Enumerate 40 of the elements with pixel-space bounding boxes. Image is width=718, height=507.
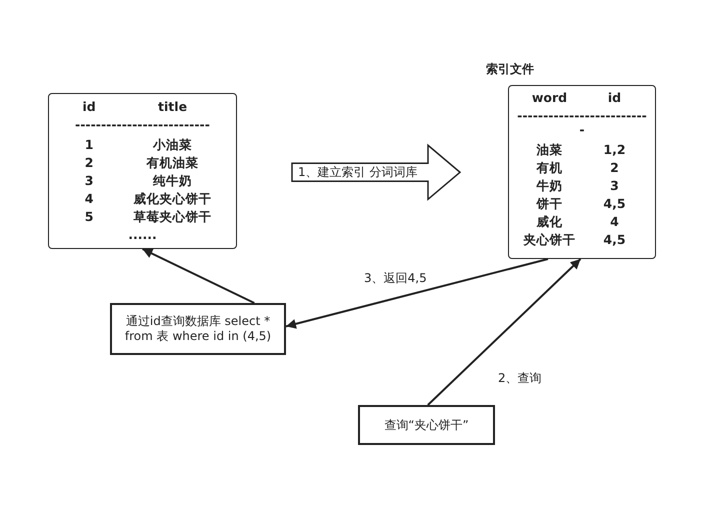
process-box <box>110 303 286 355</box>
table-cell-text: 有机油菜 <box>145 154 200 172</box>
process-box <box>358 405 495 445</box>
table-cell-text: 3 <box>609 177 620 195</box>
table-cell-text: 2 <box>609 159 620 177</box>
table-cell-text: 1 <box>84 136 94 154</box>
table-cell-text: 5 <box>84 208 94 226</box>
table-cell-text: 2 <box>84 154 94 172</box>
box-text: 通过id查询数据库 select * from 表 where id in (4,5) <box>124 314 272 344</box>
column-header: id <box>81 98 97 116</box>
table-cell-text: 纯牛奶 <box>152 172 194 190</box>
table-cell-text: 4 <box>609 213 620 231</box>
table-cell-text: 夹心饼干 <box>522 231 576 249</box>
table-cell-text: 牛奶 <box>536 177 564 195</box>
table-heading: 索引文件 <box>486 61 534 78</box>
table-cell-text: 威化 <box>536 213 564 231</box>
table-cell-text: 威化夹心饼干 <box>132 190 213 208</box>
table-cell-text: 油菜 <box>536 141 564 159</box>
arrow <box>286 258 548 329</box>
table-cell-text: 4 <box>84 190 94 208</box>
table-cell-text: 有机 <box>535 159 564 177</box>
box-text: 查询“夹心饼干” <box>384 418 469 432</box>
arrow <box>142 248 255 304</box>
table-cell-text: 4,5 <box>602 195 627 213</box>
table-cell-text: ...... <box>127 226 158 244</box>
column-header: word <box>530 89 568 107</box>
table-box <box>48 93 237 249</box>
table-cell-text: 1,2 <box>602 141 627 159</box>
edge-label: 1、建立索引 分词词库 <box>297 164 418 182</box>
divider-line-text: -------------------------- <box>74 118 211 132</box>
table-cell-text: 3 <box>84 172 94 190</box>
table-cell-text: 4,5 <box>602 231 627 249</box>
block-arrow <box>291 144 462 201</box>
arrow <box>427 258 582 406</box>
table-cell-text: 草莓夹心饼干 <box>132 208 213 226</box>
column-header: title <box>157 98 188 116</box>
table-cell-text: 小油菜 <box>152 136 194 154</box>
table-cell-text: 饼干 <box>535 195 564 213</box>
column-header: id <box>606 89 622 107</box>
divider-line-text: -------------------------- <box>517 109 647 137</box>
